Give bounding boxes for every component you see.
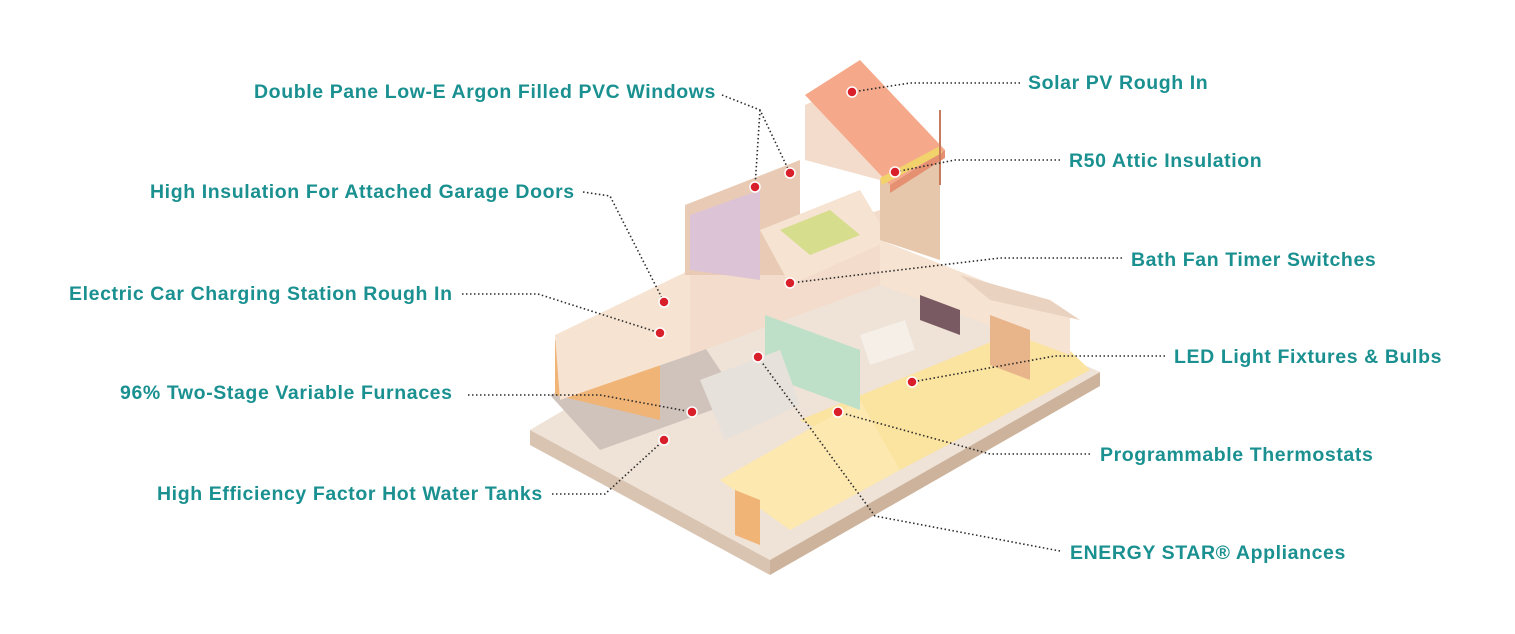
- marker-dot-solar: [846, 86, 858, 98]
- label-windows: Double Pane Low-E Argon Filled PVC Windo…: [254, 81, 716, 103]
- leader-line-furnace: [468, 394, 693, 413]
- label-furnace: 96% Two-Stage Variable Furnaces: [120, 382, 453, 404]
- leader-line-energy-star: [757, 356, 1061, 552]
- patio-cover: [960, 275, 1080, 320]
- leader-line-led: [911, 355, 1165, 383]
- roof-edge: [890, 150, 945, 193]
- marker-dot-ev-charging: [654, 327, 666, 339]
- marker-dot-furnace: [686, 406, 698, 418]
- foundation-slab-side: [530, 430, 770, 575]
- label-thermostat: Programmable Thermostats: [1100, 444, 1374, 466]
- tv-unit: [920, 295, 960, 335]
- marker-dot-windows: [784, 167, 796, 179]
- label-attic-insulation: R50 Attic Insulation: [1069, 150, 1263, 172]
- label-energy-star: ENERGY STAR® Appliances: [1070, 542, 1346, 564]
- label-ev-charging: Electric Car Charging Station Rough In: [69, 283, 453, 305]
- leader-lines: [462, 82, 1165, 552]
- dining-floor: [720, 400, 900, 530]
- label-garage-doors: High Insulation For Attached Garage Door…: [150, 181, 575, 203]
- patio-door: [990, 315, 1030, 380]
- leader-line-windows-branch: [754, 109, 761, 188]
- marker-dot-thermostat: [832, 406, 844, 418]
- leader-line-water-tank: [552, 439, 665, 495]
- leader-line-windows: [721, 94, 791, 174]
- marker-dot-water-tank: [658, 434, 670, 446]
- garage-back-wall: [555, 270, 690, 400]
- sofa: [860, 320, 915, 365]
- right-wall: [880, 240, 1070, 355]
- leader-line-solar: [851, 82, 1020, 93]
- marker-dots: [654, 86, 918, 446]
- leader-line-attic: [894, 159, 1060, 173]
- marker-dot-energy-star: [752, 351, 764, 363]
- leader-line-garage-doors: [582, 191, 665, 303]
- marker-dot-attic: [889, 166, 901, 178]
- marker-dot-windows-1: [749, 181, 761, 193]
- marker-dot-garage-doors: [658, 296, 670, 308]
- kitchen-counter: [700, 350, 800, 440]
- foundation-slab-front: [770, 372, 1100, 575]
- upper-floor-bath: [690, 190, 760, 280]
- bed: [780, 210, 860, 255]
- leader-line-bath-fan: [789, 257, 1122, 284]
- leader-line-thermostat: [837, 411, 1090, 455]
- label-solar-pv: Solar PV Rough In: [1028, 72, 1209, 94]
- label-water-tank: High Efficiency Factor Hot Water Tanks: [157, 483, 543, 505]
- marker-dot-bath-fan: [784, 277, 796, 289]
- marker-dot-led: [906, 376, 918, 388]
- leader-line-ev-charging: [462, 293, 661, 334]
- kitchen-wall: [765, 315, 860, 410]
- roof: [805, 60, 945, 185]
- label-bath-fan: Bath Fan Timer Switches: [1131, 249, 1377, 271]
- label-led: LED Light Fixtures & Bulbs: [1174, 346, 1443, 368]
- entry-door: [735, 490, 760, 545]
